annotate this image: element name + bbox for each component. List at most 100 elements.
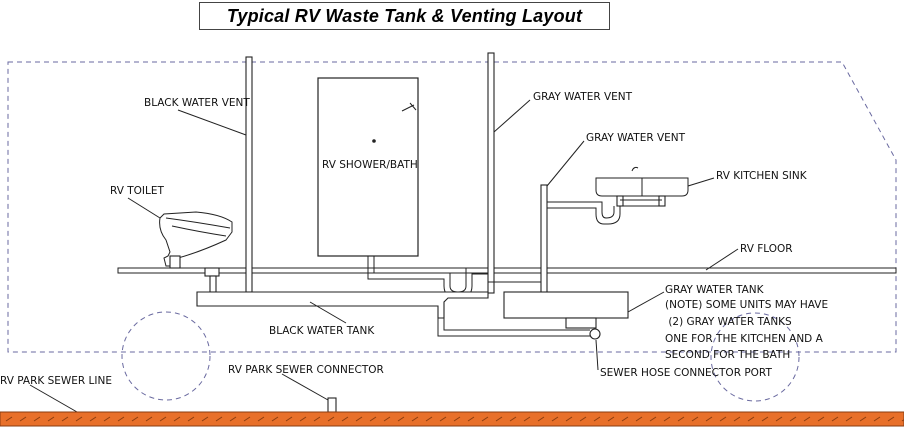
- sewer-hatch-mark: [397, 416, 405, 422]
- leader-gray-tank: [627, 291, 665, 313]
- rv-toilet: [159, 211, 233, 269]
- sewer-hatch-mark: [411, 416, 419, 422]
- sewer-hatch-mark: [271, 416, 279, 422]
- sewer-hatch-mark: [607, 416, 615, 422]
- sewer-hatch-mark: [509, 416, 517, 422]
- label-gray-water-vent-1: GRAY WATER VENT: [533, 91, 633, 103]
- sewer-hatch-mark: [439, 416, 447, 422]
- label-sewer-hose-connector-port: SEWER HOSE CONNECTOR PORT: [600, 367, 772, 379]
- sewer-hatch-mark: [229, 416, 237, 422]
- sewer-line-hatch: [5, 416, 904, 422]
- sewer-hatch-mark: [803, 416, 811, 422]
- label-gray-tank-line-1: GRAY WATER TANK: [665, 284, 765, 296]
- sewer-hatch-mark: [523, 416, 531, 422]
- sewer-hatch-mark: [299, 416, 307, 422]
- leader-gray-vent-2: [546, 140, 585, 187]
- sewer-hatch-mark: [845, 416, 853, 422]
- leader-black-vent: [177, 109, 247, 136]
- sewer-hatch-mark: [5, 416, 13, 422]
- sewer-hatch-mark: [887, 416, 895, 422]
- sewer-hatch-mark: [131, 416, 139, 422]
- toilet-flange: [209, 275, 217, 293]
- sewer-hatch-mark: [621, 416, 629, 422]
- sewer-hatch-mark: [215, 416, 223, 422]
- gray-water-tank: [503, 291, 629, 319]
- leader-toilet: [127, 197, 161, 219]
- leader-gray-vent-1: [493, 99, 531, 133]
- sewer-hatch-mark: [719, 416, 727, 422]
- sewer-hatch-mark: [873, 416, 881, 422]
- sewer-hatch-mark: [789, 416, 797, 422]
- rear-wheel: [121, 311, 211, 401]
- sewer-hatch-mark: [383, 416, 391, 422]
- label-rv-park-sewer-connector: RV PARK SEWER CONNECTOR: [228, 364, 384, 376]
- sewer-hatch-mark: [901, 419, 904, 422]
- sewer-hatch-mark: [355, 416, 363, 422]
- sewer-hatch-mark: [75, 416, 83, 422]
- sewer-hatch-mark: [425, 416, 433, 422]
- title-box: Typical RV Waste Tank & Venting Layout: [199, 2, 610, 30]
- sewer-hatch-mark: [761, 416, 769, 422]
- front-wheel: [710, 312, 800, 402]
- leader-rv-floor: [705, 248, 739, 271]
- label-gray-tank-line-2: (NOTE) SOME UNITS MAY HAVE: [665, 299, 828, 311]
- sewer-hatch-mark: [201, 416, 209, 422]
- sewer-hatch-mark: [677, 416, 685, 422]
- black-tank-outlet-pipe: [437, 318, 590, 337]
- rv-body-outline: [7, 61, 897, 353]
- sewer-hatch-mark: [579, 416, 587, 422]
- sewer-hatch-mark: [663, 416, 671, 422]
- leader-sewer-port: [595, 339, 599, 371]
- sewer-hatch-mark: [537, 416, 545, 422]
- gray-tank-outlet: [565, 317, 597, 329]
- sewer-hatch-mark: [313, 416, 321, 422]
- sewer-hatch-mark: [635, 416, 643, 422]
- sewer-hatch-mark: [341, 416, 349, 422]
- label-gray-tank-line-4: ONE FOR THE KITCHEN AND A: [665, 333, 824, 345]
- sewer-hatch-mark: [817, 416, 825, 422]
- gray-water-vent-pipe-short: [540, 184, 548, 294]
- sewer-hatch-mark: [159, 416, 167, 422]
- label-rv-kitchen-sink: RV KITCHEN SINK: [716, 170, 808, 182]
- sewer-hatch-mark: [705, 416, 713, 422]
- rv-floor: [117, 267, 897, 274]
- sewer-hatch-mark: [47, 416, 55, 422]
- label-rv-shower-bath: RV SHOWER/BATH: [322, 159, 418, 171]
- sewer-hatch-mark: [145, 416, 153, 422]
- sewer-hose-connector-port: [589, 328, 601, 340]
- black-water-tank: [196, 291, 489, 319]
- label-rv-toilet: RV TOILET: [110, 185, 165, 197]
- sewer-hatch-mark: [831, 416, 839, 422]
- label-gray-tank-line-3: (2) GRAY WATER TANKS: [665, 316, 792, 328]
- sewer-hatch-mark: [61, 416, 69, 422]
- rv-park-sewer-line: [0, 411, 904, 427]
- sewer-hatch-mark: [775, 416, 783, 422]
- label-rv-floor: RV FLOOR: [740, 243, 793, 255]
- sewer-hatch-mark: [691, 416, 699, 422]
- sewer-hatch-mark: [89, 416, 97, 422]
- rv-kitchen-sink: [595, 166, 689, 207]
- diagram-title: Typical RV Waste Tank & Venting Layout: [226, 5, 583, 26]
- sewer-hatch-mark: [467, 416, 475, 422]
- sewer-hatch-mark: [495, 416, 503, 422]
- sewer-hatch-mark: [173, 416, 181, 422]
- sewer-hatch-mark: [187, 416, 195, 422]
- toilet-drain: [204, 267, 220, 277]
- sewer-hatch-mark: [117, 416, 125, 422]
- sewer-hatch-mark: [649, 416, 657, 422]
- leader-sewer-line: [29, 384, 85, 417]
- leader-kitchen-sink: [687, 177, 715, 187]
- black-water-vent-pipe: [245, 56, 253, 293]
- sewer-hatch-mark: [481, 416, 489, 422]
- sewer-hatch-mark: [565, 416, 573, 422]
- sewer-hatch-mark: [103, 416, 111, 422]
- sewer-hatch-mark: [327, 416, 335, 422]
- sewer-hatch-mark: [19, 416, 27, 422]
- sewer-hatch-mark: [859, 416, 867, 422]
- sewer-hatch-mark: [453, 416, 461, 422]
- shower-head-icon: [401, 102, 417, 112]
- sewer-hatch-mark: [285, 416, 293, 422]
- sink-drain-pipe: [547, 201, 621, 225]
- sewer-hatch-mark: [733, 416, 741, 422]
